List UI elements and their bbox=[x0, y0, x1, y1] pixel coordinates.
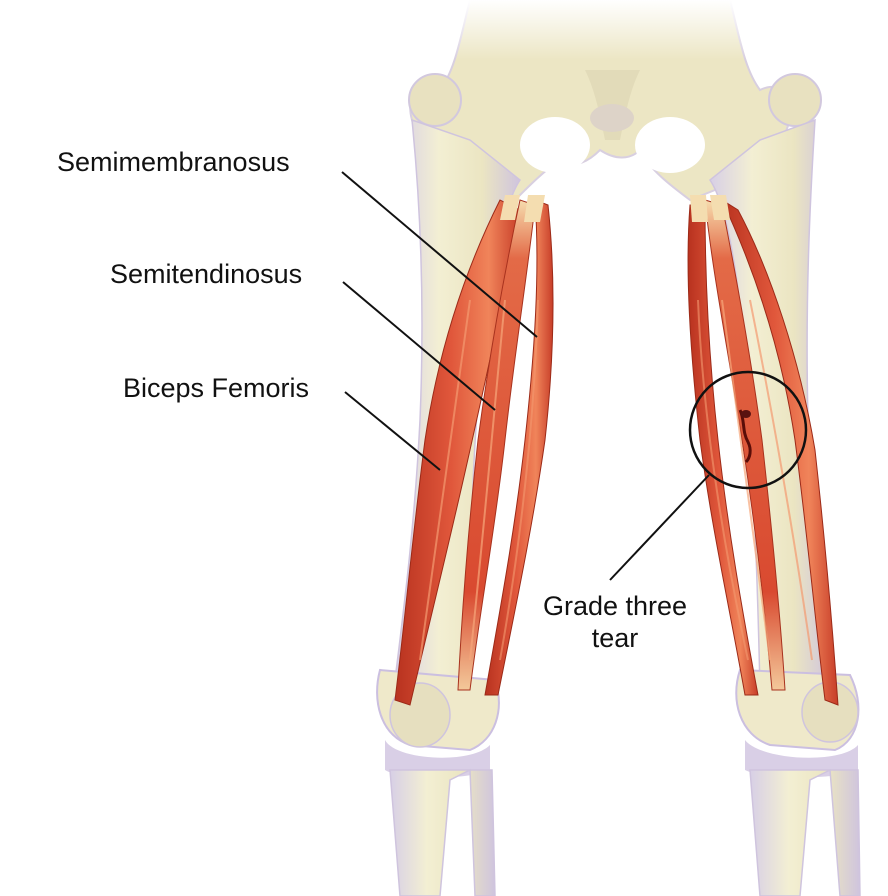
label-semitendinosus: Semitendinosus bbox=[110, 259, 303, 289]
leader-line-semitendinosus bbox=[342, 281, 496, 411]
leader-line-biceps-femoris bbox=[344, 391, 441, 471]
tear-mark bbox=[738, 409, 752, 464]
right-hamstrings bbox=[687, 195, 839, 706]
label-biceps-femoris: Biceps Femoris bbox=[123, 373, 310, 403]
label-grade-three-tear-line1: Grade three bbox=[542, 591, 688, 621]
tear-core bbox=[741, 410, 751, 418]
left-hamstrings bbox=[394, 195, 554, 706]
label-grade-three-tear-line2: tear bbox=[591, 623, 639, 653]
label-semimembranosus: Semimembranosus bbox=[57, 147, 290, 177]
leader-line-tear bbox=[609, 474, 710, 581]
leader-line-semimembranosus bbox=[341, 171, 538, 338]
leader-lines bbox=[341, 171, 710, 581]
label-grade-three-tear: Grade three tear bbox=[520, 590, 710, 654]
pelvis bbox=[409, 0, 792, 202]
tear-highlight bbox=[688, 370, 808, 490]
tear-circle bbox=[688, 370, 808, 490]
